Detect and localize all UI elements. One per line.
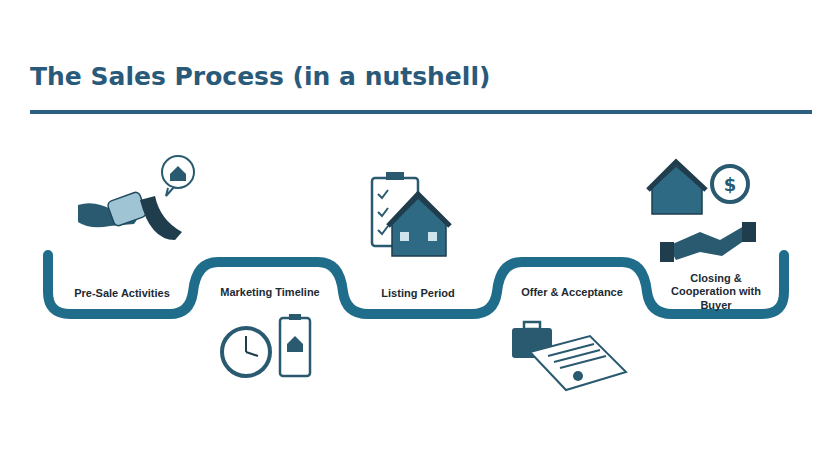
stage-label: Offer & Acceptance [512,286,632,299]
clock-icon [222,314,310,376]
title-rule [30,110,812,114]
stage-label: Pre-Sale Activities [62,287,182,300]
process-wave [48,255,784,314]
svg-text:$: $ [724,174,737,195]
stage-label: Listing Period [363,287,473,300]
listing-icon [372,172,450,256]
closing-icon: $ [648,162,756,262]
stage-label: Marketing Timeline [215,286,325,299]
offer-icon [512,322,626,390]
stage-label: Closing & Cooperation with Buyer [660,272,772,312]
phone-icon [78,156,194,240]
title: The Sales Process (in a nutshell) [30,62,490,91]
